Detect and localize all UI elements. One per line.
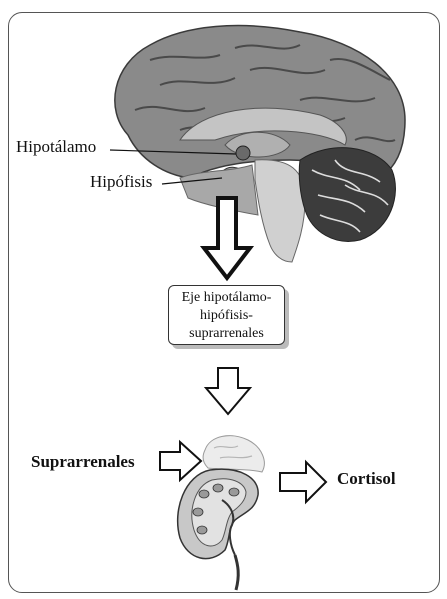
label-pituitary: Hipófisis (90, 172, 152, 192)
ureter (235, 555, 238, 590)
right-arrow-cortisol (280, 462, 326, 502)
label-hypothalamus: Hipotálamo (16, 137, 96, 157)
label-adrenals: Suprarrenales (31, 452, 135, 472)
brain-illustration (115, 26, 405, 262)
hpa-axis-box: Eje hipotálamo- hipófisis- suprarrenales (168, 285, 285, 345)
label-cortisol: Cortisol (337, 469, 396, 489)
adrenal-gland (203, 436, 264, 472)
axis-line-1: Eje hipotálamo- (169, 289, 284, 307)
right-arrow-adrenal (160, 442, 201, 480)
down-arrow-small (206, 368, 250, 414)
hypothalamus-nucleus (236, 146, 250, 160)
brainstem (255, 160, 305, 262)
axis-line-2: hipófisis- (169, 307, 284, 325)
axis-line-3: suprarrenales (169, 325, 284, 343)
cerebellum (299, 148, 395, 242)
